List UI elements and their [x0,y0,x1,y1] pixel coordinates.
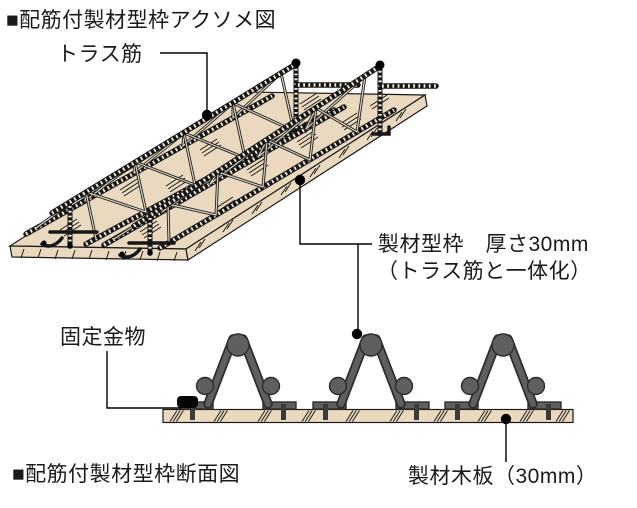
foot-hook-far [371,125,391,136]
anchor-blob-near-a [147,250,153,256]
formwork-leader-line [299,180,372,245]
chord-bar-circle-right [394,376,414,396]
board-label: 製材木板（30mm） [408,465,597,488]
chord-bar-circle-left [328,376,348,396]
chord-bar-circle-right [261,376,281,396]
top-chord-ribs [51,62,297,215]
board-side-face [185,94,428,261]
section-title: ■配筋付製材型枠断面図 [12,463,240,486]
bottom-chord-right-ribs [159,108,395,250]
anchor-blob-near-b [41,240,47,246]
section-truss-2 [312,333,430,420]
section-board-hatch [169,410,570,422]
anchor-blob-near-b [119,251,125,257]
section-truss-3 [444,333,562,420]
wood-grain-hatch-side [194,108,407,252]
chord-bar-circle-left [460,376,480,396]
chord-bar-circle-right [526,376,546,396]
fixing-clamp [177,396,198,408]
section-figure [162,333,574,424]
lattice-wire-right-hl [167,75,366,243]
anchor-tab-left [323,404,328,420]
bottom-chord-left-ribs [25,94,273,236]
fixing-leader-line [106,351,181,409]
foot-plate-left [312,401,347,410]
foot-plate-right [262,401,297,410]
anchor-tab-right [414,404,419,420]
anchor-tab-left [190,404,195,420]
anchor-tab-left [455,404,460,420]
anchor-blob-near-a [67,243,73,249]
apex-bar-circle [491,333,515,357]
formwork-leader-dot-apex [351,328,363,340]
foot-plate-left [444,401,479,410]
foot-plate-right [395,401,430,410]
truss-leader-line [160,52,208,112]
section-truss-1 [177,333,297,420]
truss-leader-dot [201,109,213,121]
apex-bar-circle [226,333,250,357]
leader-lines [106,52,512,462]
section-board [162,408,574,424]
apex-bar-circle [359,333,383,357]
foot-plate-right [527,401,562,410]
axon-figure [8,58,439,262]
axon-truss-rear [101,60,439,259]
anchor-tab-right [281,404,286,420]
board-leader-dot [500,413,512,425]
formwork-label-line1: 製材型枠 厚さ30mm [378,233,589,256]
truss-label: トラス筋 [57,43,143,66]
chord-end-cap-far [375,60,385,70]
axon-title: ■配筋付製材型枠アクソメ図 [6,9,276,32]
anchor-tab-right [546,404,551,420]
chord-end-cap-far [291,58,301,68]
lattice-wire-right-hl [85,72,295,240]
top-chord-ribs [133,64,381,228]
chord-bar-circle-left [195,376,215,396]
fixing-label: 固定金物 [60,326,146,349]
formwork-label-line2: （トラス筋と一体化） [377,260,592,283]
